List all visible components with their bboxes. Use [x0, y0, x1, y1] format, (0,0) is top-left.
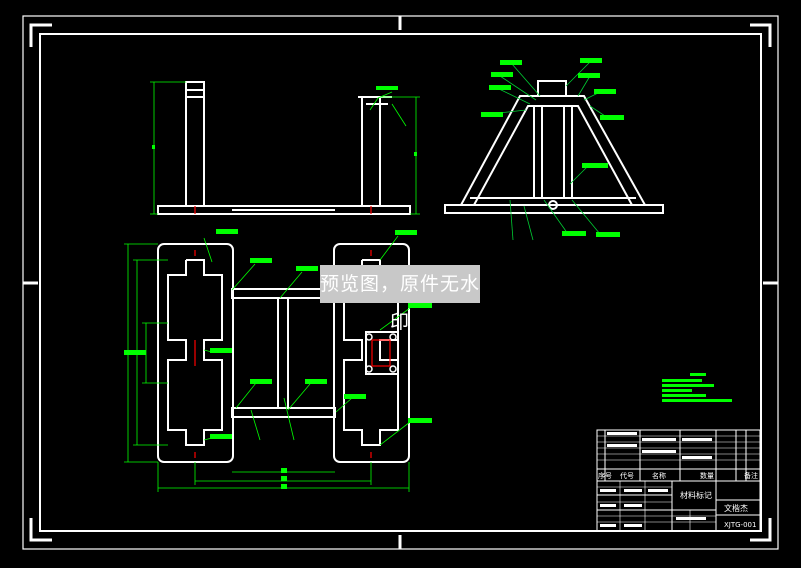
col-label-name: 名称 — [652, 471, 666, 480]
plan-view-holes — [365, 333, 397, 373]
plan-view-markers — [194, 250, 391, 458]
col-label-qty: 数量 — [700, 471, 714, 480]
col-label-note: 备注 — [744, 471, 758, 480]
title-block-fill — [600, 432, 712, 527]
title-block-rows — [597, 435, 760, 531]
material-label: 材料标记 — [680, 490, 712, 500]
weld-symbol-icon — [152, 86, 417, 156]
side-view — [444, 80, 664, 214]
side-view-leaders — [489, 61, 609, 241]
col-label-seq: 序号 — [598, 471, 612, 480]
corner-tick-icon — [23, 16, 778, 549]
side-view-labels — [481, 58, 624, 237]
section-marks — [194, 206, 372, 214]
title-block-text: 序号 代号 名称 数量 备注 材料标记 文楷杰 XJTG-001 — [598, 471, 758, 529]
preview-watermark: 预览图，原件无水印 — [320, 265, 480, 333]
front-view — [157, 81, 411, 215]
title-block — [596, 429, 761, 532]
plan-view-labels — [124, 229, 432, 489]
drawing-number: XJTG-001 — [724, 521, 756, 529]
col-label-code: 代号 — [620, 471, 634, 480]
unit-label: 文楷杰 — [724, 503, 748, 513]
technical-notes — [662, 373, 732, 402]
inner-frame — [39, 33, 762, 532]
